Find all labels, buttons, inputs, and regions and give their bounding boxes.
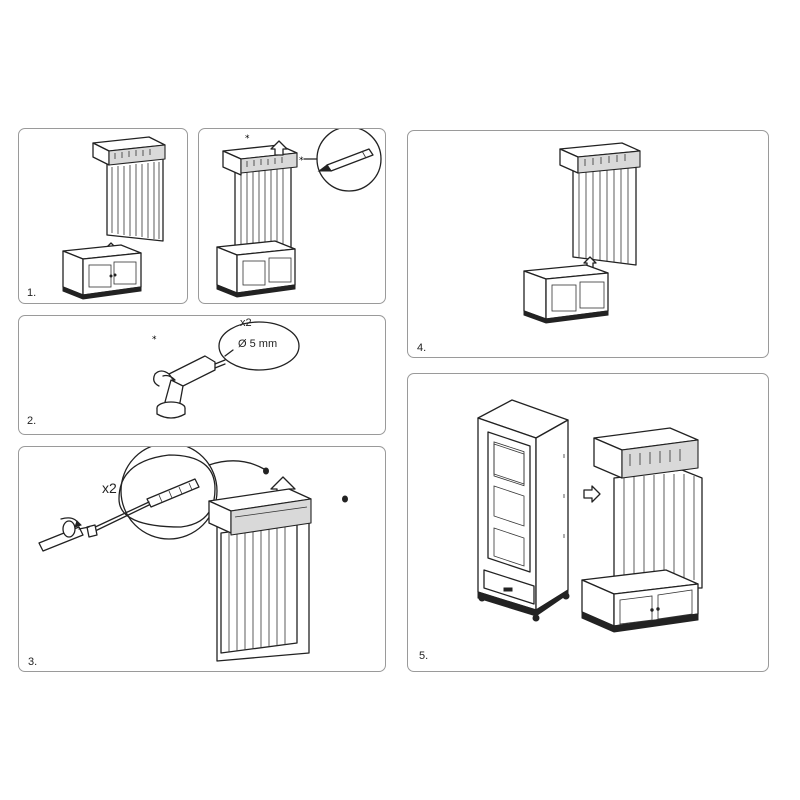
bench-base-piece: [62, 244, 142, 300]
step-1-illustration: [62, 136, 166, 300]
step-5-illustration: [477, 399, 703, 633]
wall-hole-icon: [342, 495, 348, 503]
step-number: 3.: [28, 656, 38, 668]
pencil-icon: [326, 148, 374, 172]
power-drill-icon: [153, 355, 226, 419]
drill-bit-callout: [218, 321, 300, 371]
arrow-right-icon: [583, 485, 601, 503]
wall-plug-icon: [146, 478, 200, 508]
assembled-hall-stand: [216, 144, 298, 298]
step-3-illustration: [38, 447, 348, 662]
step-3-panel: x2 3.: [18, 446, 386, 672]
drill-bit-diameter-label: Ø 5 mm: [238, 338, 278, 350]
wall-hole-icon: [263, 467, 269, 475]
bench-base-piece: [523, 264, 609, 324]
quantity-label: x2: [102, 480, 117, 496]
step-1b-illustration: * *: [216, 129, 382, 298]
arrow-up-icon: [270, 140, 288, 156]
step-number: 1.: [27, 287, 37, 299]
mark-icon: *: [299, 156, 304, 166]
step-1b-panel: * *: [198, 128, 386, 304]
mark-icon: *: [152, 335, 157, 345]
step-number: 2.: [27, 415, 37, 427]
screwdriver-icon: [38, 517, 90, 552]
pencil-mark-callout: [303, 129, 382, 192]
wardrobe-cabinet: [477, 399, 570, 622]
step-1-panel: 1.: [18, 128, 188, 304]
step-4-panel: 4.: [407, 130, 769, 358]
hutch-top-piece: [208, 488, 312, 662]
mark-icon: *: [245, 134, 250, 144]
assembled-hall-stand: [581, 427, 703, 633]
step-number: 4.: [417, 342, 427, 354]
quantity-label: x2: [240, 317, 252, 329]
step-5-panel: 5.: [407, 373, 769, 672]
step-number: 5.: [419, 650, 429, 662]
screw-icon: [90, 504, 150, 534]
hutch-top-piece: [559, 142, 641, 266]
step-4-illustration: [523, 142, 641, 324]
step-2-illustration: *: [152, 321, 300, 419]
hutch-top-piece: [92, 136, 166, 242]
step-2-panel: * x2 Ø 5 mm 2.: [18, 315, 386, 435]
